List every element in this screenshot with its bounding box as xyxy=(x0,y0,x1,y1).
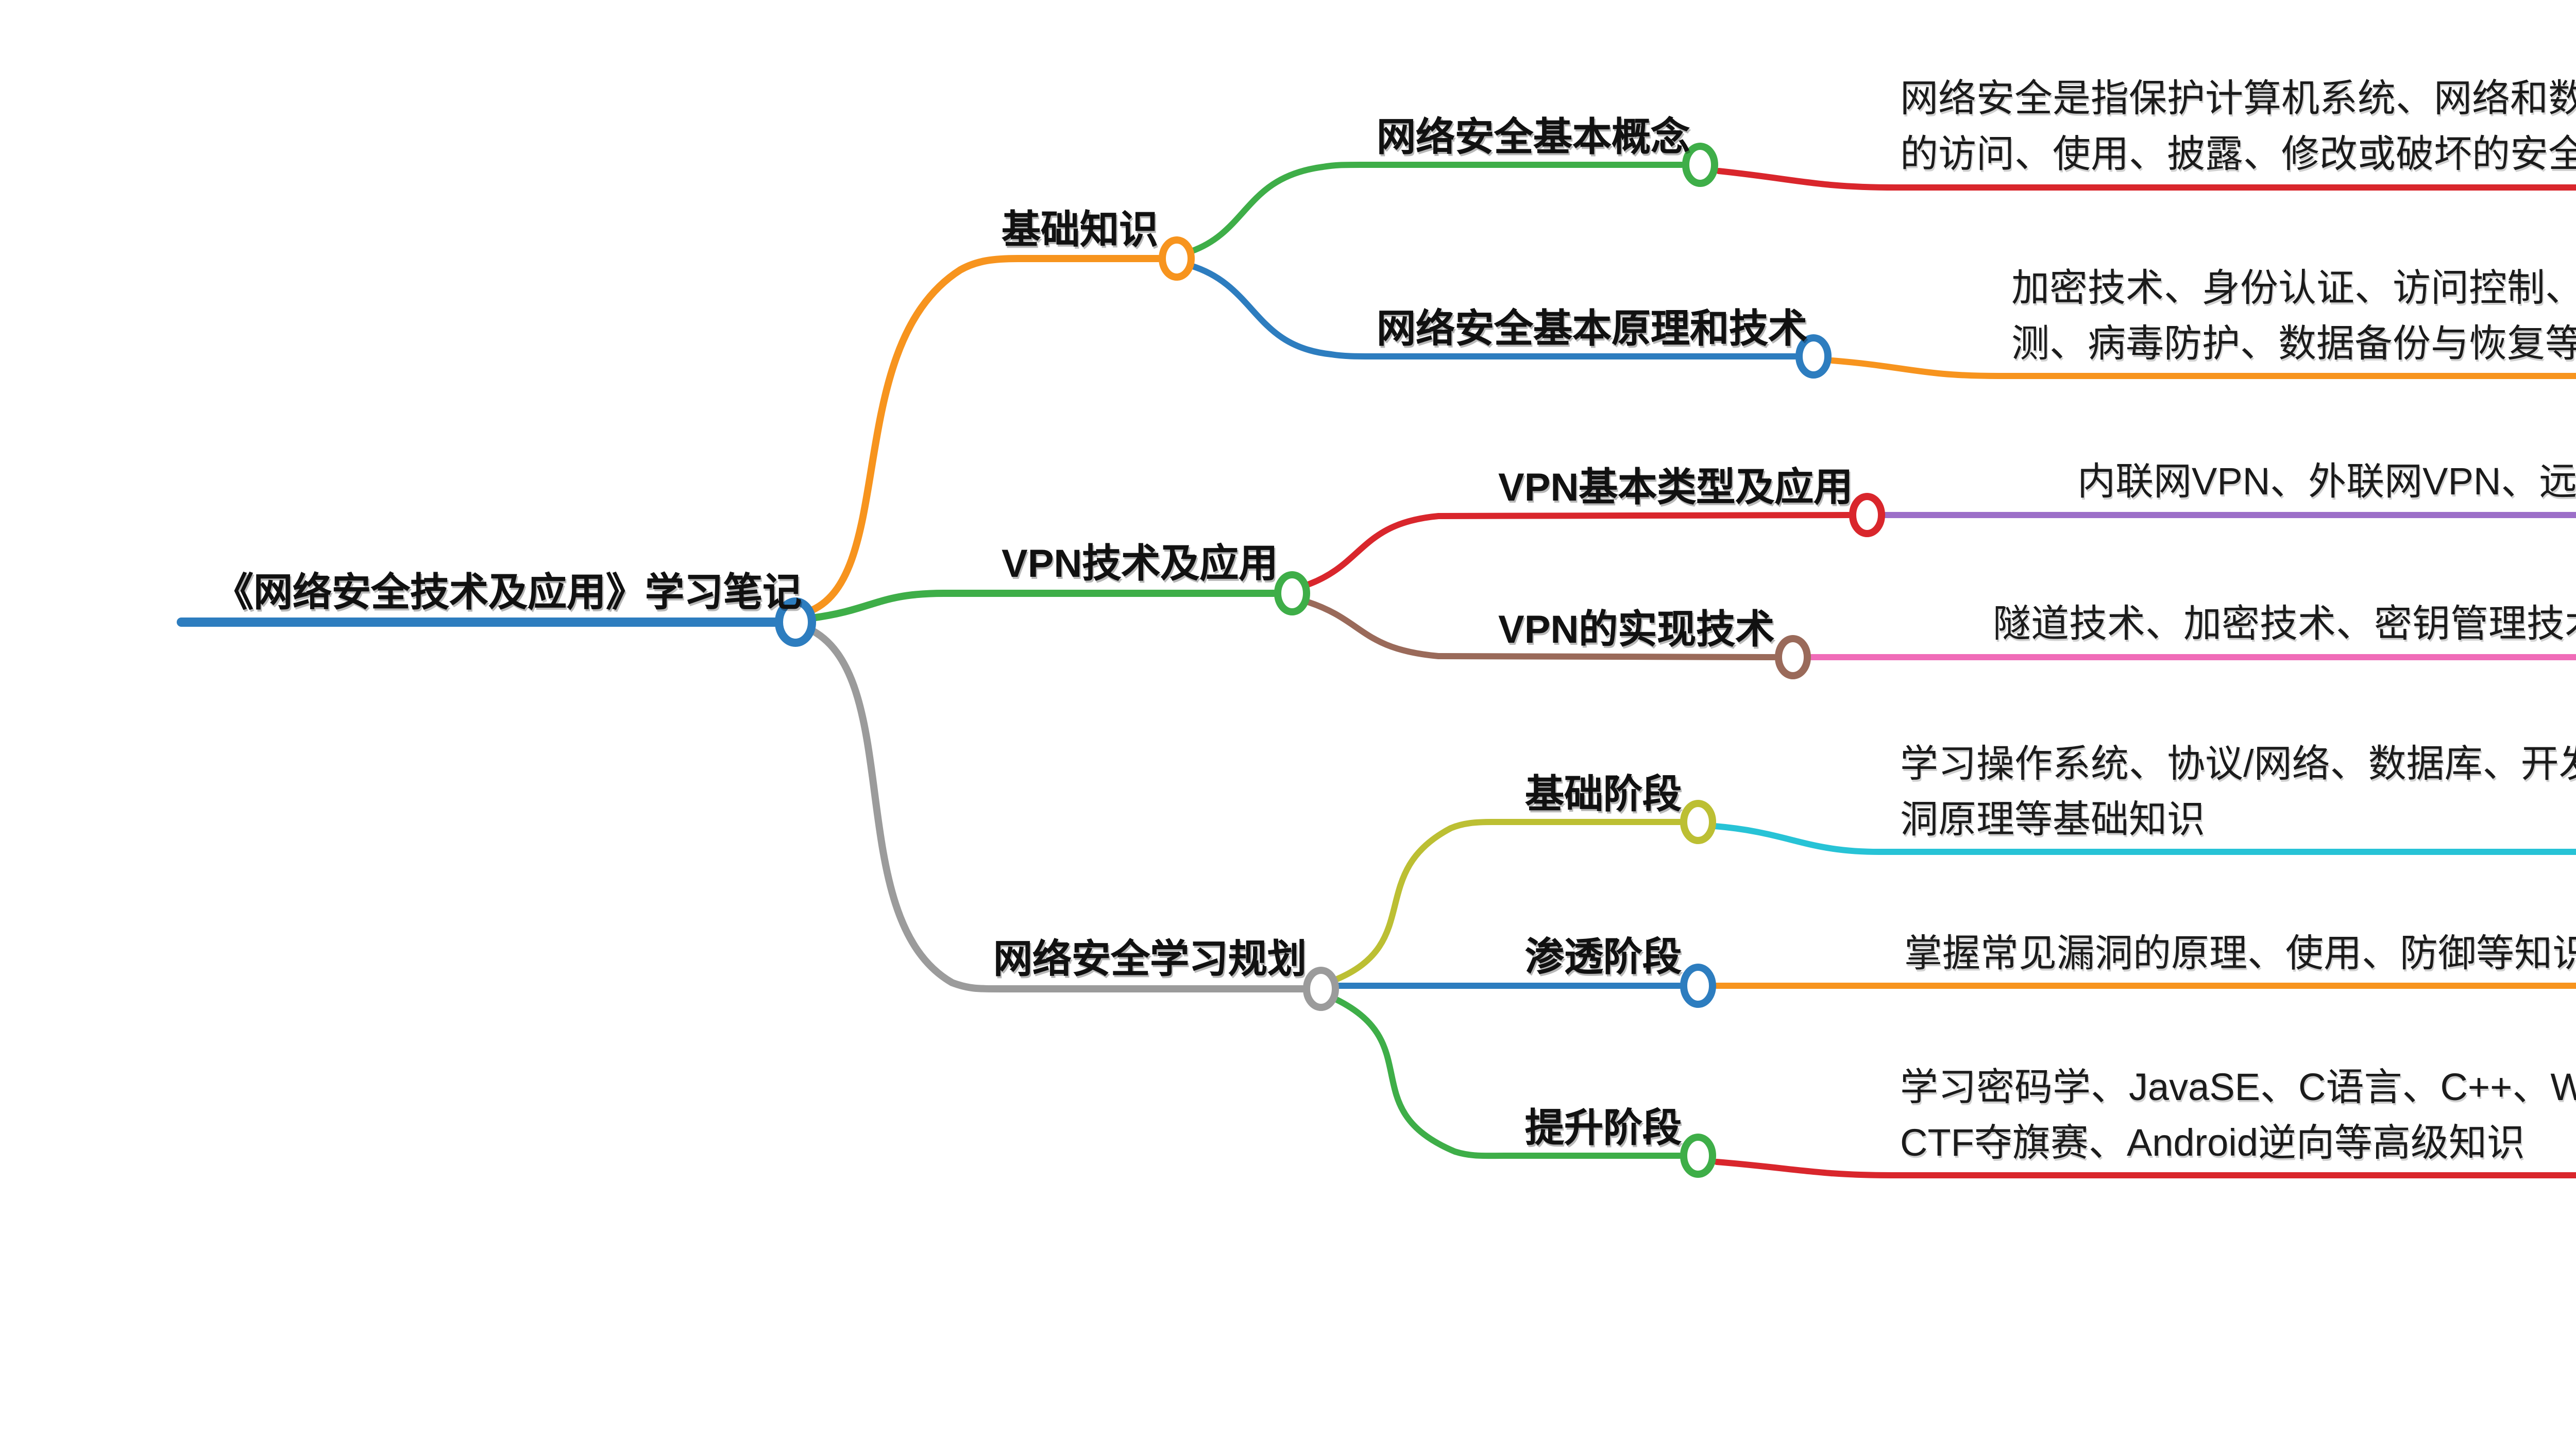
stage2-node-label[interactable]: 渗透阶段 xyxy=(1525,937,1682,981)
stage1-node-handle[interactable] xyxy=(1680,800,1716,844)
edge-stage3-line xyxy=(1328,994,1683,1159)
vpn-node-handle[interactable] xyxy=(1274,571,1310,615)
edge-vpnimpl-line xyxy=(1303,598,1777,660)
vpnimpl-desc-text[interactable]: 隧道技术、加密技术、密钥管理技术、身份认证技术 xyxy=(1993,602,2576,645)
principle-desc-line xyxy=(1829,357,2576,379)
concept-desc-line xyxy=(1716,168,2576,191)
principle-desc-text[interactable]: 加密技术、身份认证、访问控制、防火墙技术、入侵检 测、病毒防护、数据备份与恢复等 xyxy=(2011,266,2576,365)
edge-principle-line xyxy=(1188,263,1798,359)
branch-plan-label[interactable]: 网络安全学习规划 xyxy=(993,939,1307,983)
stage3-node-label[interactable]: 提升阶段 xyxy=(1525,1108,1682,1152)
stage2-node-handle[interactable] xyxy=(1680,964,1716,1008)
branch-basics-line xyxy=(804,255,1162,615)
root-node-handle[interactable] xyxy=(775,597,816,647)
edge-vpntype-line xyxy=(1303,512,1852,588)
stage2-desc-text[interactable]: 掌握常见漏洞的原理、使用、防御等知识 xyxy=(1904,931,2576,974)
principle-node-handle[interactable] xyxy=(1795,334,1832,379)
basics-node-handle[interactable] xyxy=(1159,236,1195,281)
vpnimpl-node-handle[interactable] xyxy=(1775,635,1811,679)
branch-vpn-label[interactable]: VPN技术及应用 xyxy=(1002,544,1278,587)
concept-desc-text[interactable]: 网络安全是指保护计算机系统、网络和数据免受未经授权 的访问、使用、披露、修改或破… xyxy=(1900,76,2576,175)
plan-node-handle[interactable] xyxy=(1303,967,1339,1011)
branch-basics-label[interactable]: 基础知识 xyxy=(1002,210,1159,253)
vpntype-node-label[interactable]: VPN基本类型及应用 xyxy=(1498,468,1853,511)
root-node-label[interactable]: 《网络安全技术及应用》学习笔记 xyxy=(214,573,802,616)
concept-node-label[interactable]: 网络安全基本概念 xyxy=(1377,117,1690,161)
vpntype-node-handle[interactable] xyxy=(1849,493,1885,537)
vpntype-desc-text[interactable]: 内联网VPN、外联网VPN、远程接入VPN xyxy=(2077,459,2576,503)
concept-node-handle[interactable] xyxy=(1682,143,1718,187)
stage3-node-handle[interactable] xyxy=(1680,1134,1716,1178)
edge-concept-line xyxy=(1188,162,1685,254)
stage1-node-label[interactable]: 基础阶段 xyxy=(1525,775,1682,818)
stage1-desc-text[interactable]: 学习操作系统、协议/网络、数据库、开发语言、常用漏 洞原理等基础知识 xyxy=(1900,742,2576,841)
branch-vpn-line xyxy=(808,590,1277,622)
vpnimpl-node-label[interactable]: VPN的实现技术 xyxy=(1498,610,1775,653)
principle-node-label[interactable]: 网络安全基本原理和技术 xyxy=(1377,309,1808,352)
stage3-desc-line xyxy=(1714,1159,2576,1178)
edge-stage1-line xyxy=(1330,819,1683,984)
stage3-desc-text[interactable]: 学习密码学、JavaSE、C语言、C++、Windows逆向、 CTF夺旗赛、A… xyxy=(1900,1065,2576,1164)
branch-plan-line xyxy=(804,625,1306,992)
stage1-desc-line xyxy=(1711,823,2576,855)
